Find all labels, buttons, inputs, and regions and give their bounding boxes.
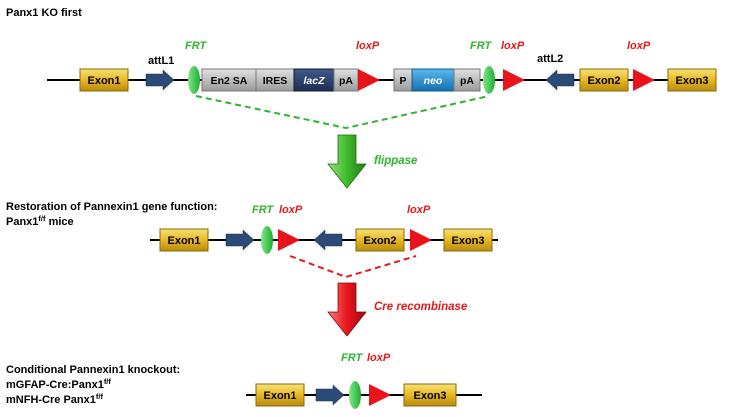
conditional-loxp-site-icon [369,384,391,406]
restoration-loxp2-label: loxP [407,204,431,216]
ko-first-en2sa-box: En2 SA [201,68,257,92]
restoration-exon1: Exon1 [159,228,209,252]
restoration-exon3: Exon3 [443,228,493,252]
restoration-title-line1: Restoration of Pannexin1 gene function: [6,201,217,213]
ko-first-loxp3-label: loxP [627,40,651,52]
ko-first-ires-box: IRES [255,68,295,92]
conditional-exon1: Exon1 [255,383,305,407]
svg-text:Exon1: Exon1 [263,390,296,402]
ko-first-frt2-label: FRT [470,40,492,52]
loxp3-site-icon [633,69,655,91]
ko-first-frt1-label: FRT [185,40,207,52]
conditional-title-line2: mGFAP-Cre:Panx1f/f [6,377,111,391]
svg-text:pA: pA [339,75,353,87]
restoration-loxp1-site-icon [278,229,300,251]
flippase-label: flippase [374,155,418,167]
ko-first-title: Panx1 KO first [6,7,82,19]
loxp2-site-icon [503,69,525,91]
ko-first-exon1: Exon1 [79,68,129,92]
ko-first-exon2: Exon2 [579,68,629,92]
restoration-title-line2: Panx1f/f mice [6,214,74,228]
flp-excision-lines [195,95,490,130]
loxp1-site-icon [358,69,380,91]
restoration-frt-site-icon [261,226,273,254]
restoration-attl2-arrow-icon [313,229,343,251]
svg-text:Exon2: Exon2 [587,75,620,87]
conditional-frt-label: FRT [341,352,363,364]
svg-text:Exon1: Exon1 [167,235,200,247]
ko-first-attl2-label: attL2 [537,53,563,65]
restoration-frt-label: FRT [252,204,274,216]
frt2-site-icon [483,66,495,94]
conditional-loxp-label: loxP [367,352,391,364]
attl1-arrow-icon [145,69,175,91]
cre-arrow-icon [327,282,367,337]
attl2-arrow-icon [545,69,575,91]
ko-first-neo-box: neo [411,68,455,92]
restoration-loxp1-label: loxP [279,204,303,216]
svg-text:Exon1: Exon1 [87,75,120,87]
conditional-title-line3: mNFH-Cre Panx1f/f [6,392,103,406]
ko-first-exon3: Exon3 [667,68,717,92]
svg-text:En2 SA: En2 SA [211,75,248,87]
ko-first-loxp1-label: loxP [356,40,380,52]
restoration-attl1-arrow-icon [225,229,255,251]
ko-first-p-box: P [393,68,413,92]
frt1-site-icon [188,66,200,94]
cre-excision-lines [289,255,417,279]
conditional-exon3: Exon3 [403,383,457,407]
ko-first-pa1-box: pA [333,68,359,92]
svg-text:P: P [399,75,406,87]
restoration-loxp2-site-icon [410,229,432,251]
svg-text:neo: neo [424,75,443,87]
cre-recombinase-label: Cre recombinase [374,301,468,313]
svg-text:Exon2: Exon2 [363,235,396,247]
conditional-frt-site-icon [349,381,361,409]
ko-first-lacz-box: lacZ [293,68,335,92]
svg-text:IRES: IRES [263,75,288,87]
conditional-title-line1: Conditional Pannexin1 knockout: [6,364,180,376]
restoration-exon2: Exon2 [355,228,405,252]
svg-text:pA: pA [460,75,474,87]
svg-text:lacZ: lacZ [303,75,325,87]
ko-first-attl1-label: attL1 [148,55,174,67]
ko-first-loxp2-label: loxP [501,40,525,52]
svg-text:Exon3: Exon3 [675,75,708,87]
svg-text:Exon3: Exon3 [451,235,484,247]
ko-first-pa2-box: pA [453,68,481,92]
conditional-attl1-arrow-icon [315,384,345,406]
flippase-arrow-icon [327,134,367,189]
svg-text:Exon3: Exon3 [413,390,446,402]
